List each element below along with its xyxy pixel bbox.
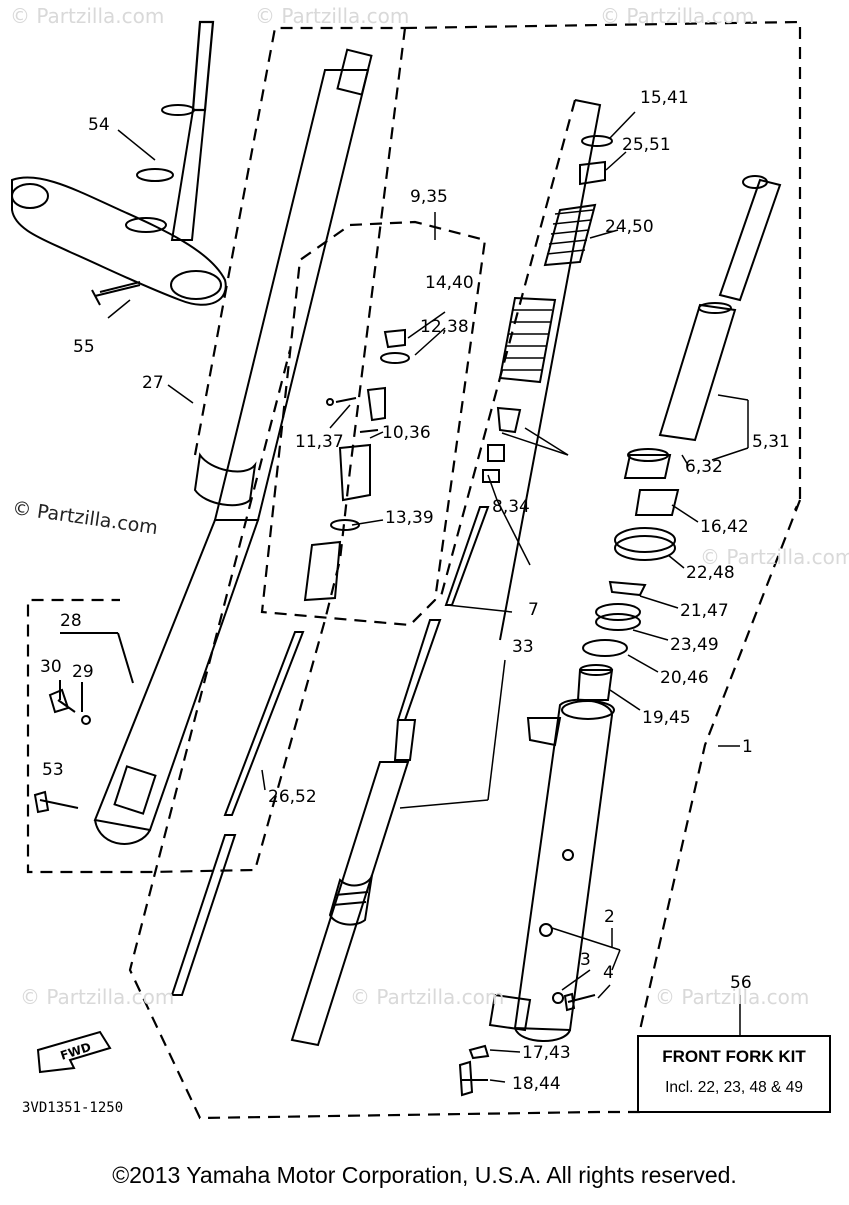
fwd-arrow (36, 1030, 112, 1074)
callout-56: 56 (730, 973, 752, 993)
callout-13-39: 13,39 (385, 508, 434, 528)
callout-25-51: 25,51 (622, 135, 671, 155)
callout-55: 55 (73, 337, 95, 357)
callout-7: 7 (528, 600, 539, 620)
rod-26-52 (223, 631, 305, 816)
callout-6-32: 6,32 (685, 457, 723, 477)
kit-note: Incl. 22, 23, 48 & 49 (665, 1079, 803, 1096)
callout-26-52: 26,52 (268, 787, 317, 807)
fork-slider-1 (488, 698, 615, 1042)
callout-53: 53 (42, 760, 64, 780)
bolt-55-shape (91, 281, 141, 306)
callout-4: 4 (603, 963, 614, 983)
callout-22-48: 22,48 (686, 563, 735, 583)
leader-lines (107, 111, 749, 1083)
callout-17-43: 17,43 (522, 1043, 571, 1063)
callout-8-34: 8,34 (492, 497, 530, 517)
callout-21-47: 21,47 (680, 601, 729, 621)
callout-28: 28 (60, 611, 82, 631)
callout-1: 1 (742, 737, 753, 757)
small-bolts-right (458, 992, 596, 1097)
right-side-parts (576, 175, 782, 701)
callout-3: 3 (580, 950, 591, 970)
damper-parts (303, 328, 410, 602)
callout-14-40: 14,40 (425, 273, 474, 293)
callout-54: 54 (88, 115, 110, 135)
callout-12-38: 12,38 (420, 317, 469, 337)
callout-16-42: 16,42 (700, 517, 749, 537)
callout-9-35: 9,35 (410, 187, 448, 207)
copyright-footer: ©2013 Yamaha Motor Corporation, U.S.A. A… (112, 1162, 737, 1188)
callout-11-37: 11,37 (295, 432, 344, 452)
drawing-code: 3VD1351-1250 (22, 1100, 124, 1116)
callout-24-50: 24,50 (605, 217, 654, 237)
callout-20-46: 20,46 (660, 668, 709, 688)
callout-15-41: 15,41 (640, 88, 689, 108)
inner-tube-assembly (290, 99, 613, 1047)
callout-30: 30 (40, 657, 62, 677)
callout-29: 29 (72, 662, 94, 682)
kit-title: FRONT FORK KIT (662, 1047, 806, 1066)
front-fork-kit-box: FRONT FORK KIT Incl. 22, 23, 48 & 49 (637, 1035, 831, 1113)
callout-10-36: 10,36 (382, 423, 431, 443)
callout-5-31: 5,31 (752, 432, 790, 452)
outer-tube-27 (93, 48, 373, 845)
assembly-boundaries (26, 20, 802, 1120)
steering-stem-shape (11, 20, 227, 306)
callout-23-49: 23,49 (670, 635, 719, 655)
callout-33: 33 (512, 637, 534, 657)
callout-18-44: 18,44 (512, 1074, 561, 1094)
callout-2: 2 (604, 907, 615, 927)
callout-19-45: 19,45 (642, 708, 691, 728)
callout-27: 27 (142, 373, 164, 393)
callout-labels: 54 55 27 28 30 29 53 9,35 14,40 12,38 11… (40, 88, 790, 1094)
small-bolts-left (33, 632, 134, 814)
